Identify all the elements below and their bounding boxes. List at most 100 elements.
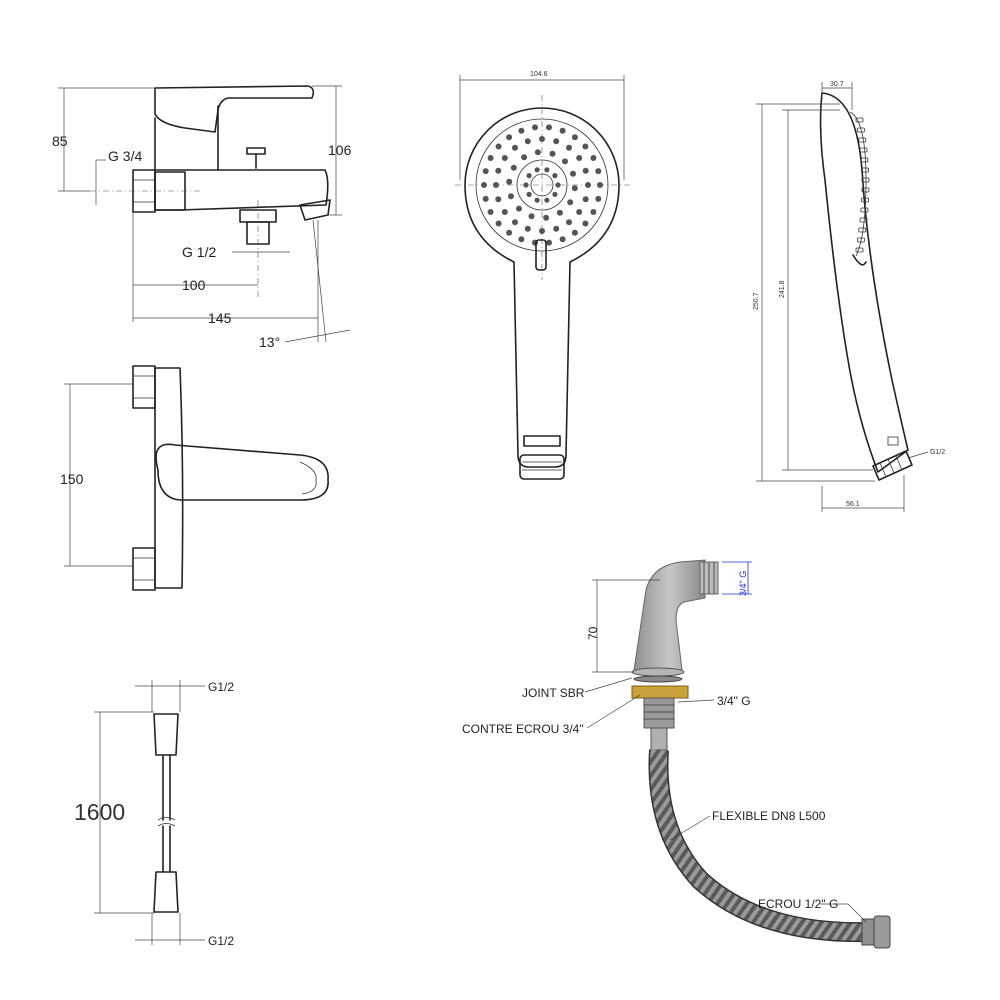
spray-nozzle [543, 214, 550, 221]
shower-hose-view [94, 680, 205, 945]
mixer-dim-150: 150 [60, 471, 84, 487]
shower-thread-label: G1/2 [930, 449, 945, 456]
side-nozzle [860, 157, 869, 163]
spray-nozzle [544, 167, 550, 173]
connector-end-nut-label: ECROU 1/2" G [758, 897, 838, 911]
mixer-top-view [64, 365, 329, 591]
spray-nozzle [546, 124, 552, 131]
spray-nozzle [555, 182, 561, 188]
shower-width-label: 104.6 [530, 71, 548, 78]
spray-nozzle [582, 220, 589, 227]
mixer-side-view [58, 85, 351, 343]
shower-depth-label: 30.7 [830, 81, 844, 88]
spray-nozzle [534, 149, 541, 156]
side-nozzle [857, 127, 865, 133]
spray-nozzle [534, 197, 540, 203]
shower-base-width-label: 56.1 [846, 501, 860, 508]
spray-nozzle [590, 209, 597, 215]
spray-nozzle [487, 155, 494, 161]
connector-side-thread-label: 3/4" G [738, 571, 748, 596]
spray-nozzle [482, 168, 489, 175]
connector-height-70: 70 [586, 626, 600, 640]
spray-nozzle [549, 150, 556, 157]
mixer-dim-106: 106 [328, 142, 352, 158]
spray-nozzles [481, 124, 603, 246]
spray-nozzle [539, 228, 545, 234]
side-spray-nozzles [855, 117, 870, 253]
spray-nozzle [493, 182, 499, 188]
spray-nozzle [582, 143, 589, 150]
spray-nozzle [501, 155, 508, 161]
spray-nozzle [544, 197, 550, 203]
spray-nozzle [528, 213, 535, 220]
spray-nozzle [576, 209, 583, 215]
side-nozzle [861, 187, 870, 193]
spray-nozzle [556, 209, 563, 216]
connector-assembly [584, 559, 891, 949]
spray-nozzle [482, 195, 489, 202]
shower-length-total-label: 250.7 [753, 292, 760, 310]
spray-nozzle [570, 170, 576, 177]
spray-nozzle [501, 209, 508, 215]
spray-nozzle [552, 173, 558, 179]
spray-nozzle [571, 185, 578, 192]
spray-nozzle [510, 164, 517, 171]
spray-nozzle [567, 199, 574, 206]
spray-nozzle [523, 182, 529, 188]
spray-nozzle [582, 167, 589, 174]
mixer-dim-85: 85 [52, 133, 68, 149]
spray-nozzle [546, 239, 552, 246]
spray-nozzle [539, 136, 545, 142]
shower-head-side-view [756, 82, 929, 512]
hose-thread-bottom: G1/2 [208, 934, 234, 948]
spray-nozzle [595, 168, 602, 175]
spray-nozzle [481, 182, 487, 188]
side-nozzle [861, 177, 870, 183]
hose-thread-top: G1/2 [208, 680, 234, 694]
spray-nozzle [506, 229, 513, 236]
spray-nozzle [512, 144, 518, 151]
spray-nozzle [506, 134, 513, 141]
spray-nozzle [495, 220, 502, 227]
spray-nozzle [559, 127, 566, 134]
side-nozzle [855, 247, 864, 253]
spray-nozzle [512, 219, 518, 226]
side-nozzle [859, 147, 868, 153]
spray-nozzle [582, 196, 589, 203]
mixer-outlet-thread-label: G 1/2 [182, 244, 216, 260]
side-nozzle [858, 137, 867, 143]
connector-thread-main-label: 3/4" G [717, 694, 751, 708]
spray-nozzle [562, 158, 568, 165]
spray-nozzle [532, 124, 538, 131]
spray-nozzle [487, 209, 494, 215]
side-nozzle [861, 197, 869, 203]
spray-nozzle [566, 219, 572, 226]
spray-nozzle [516, 205, 522, 212]
spray-nozzle [508, 193, 514, 200]
side-nozzle [858, 227, 867, 233]
side-nozzle [861, 167, 869, 173]
spray-nozzle [597, 182, 603, 188]
spray-nozzle [552, 191, 558, 197]
shower-head-front-view [455, 75, 630, 480]
shower-length-body-label: 241.8 [779, 280, 786, 298]
side-nozzle [855, 117, 864, 123]
spray-nozzle [571, 134, 578, 141]
spray-nozzle [518, 236, 525, 243]
spray-nozzle [585, 182, 591, 188]
mixer-dim-100: 100 [182, 277, 206, 293]
connector-flex-label: FLEXIBLE DN8 L500 [712, 809, 826, 823]
spray-nozzle [576, 155, 583, 161]
spray-nozzle [590, 155, 597, 161]
spray-nozzle [571, 229, 578, 236]
connector-joint-label: JOINT SBR [522, 686, 585, 700]
mixer-dim-145: 145 [208, 310, 232, 326]
spray-nozzle [559, 236, 566, 243]
spray-nozzle [553, 225, 560, 232]
spray-nozzle [518, 127, 525, 134]
spray-nozzle [524, 138, 531, 145]
spray-nozzle [495, 196, 502, 203]
spray-nozzle [553, 138, 560, 145]
side-nozzle [860, 207, 869, 213]
